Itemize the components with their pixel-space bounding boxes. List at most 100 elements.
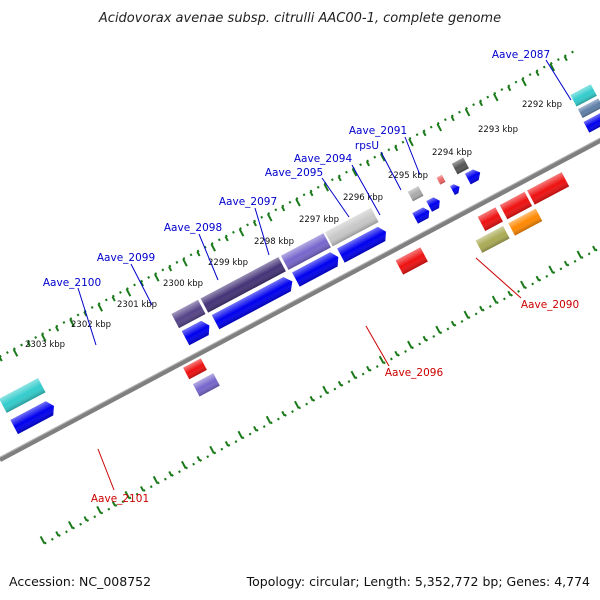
scale-tick [407, 340, 413, 349]
scale-tick [563, 55, 568, 62]
gene-labels: Aave_2087 Aave_2091 rpsU Aave_2094 Aave_… [43, 49, 579, 505]
scale-tick [309, 191, 314, 197]
scale-tick [408, 138, 414, 147]
gene-sheen [10, 401, 54, 435]
scale-tick [322, 385, 328, 394]
leader-rpsu [380, 151, 402, 191]
gene-sheen [527, 172, 570, 205]
scale-tick [478, 100, 484, 107]
scale-tick [125, 288, 132, 297]
scale-ticks-upper [0, 55, 568, 362]
scale-tick [111, 296, 116, 302]
scale-ticks-lower [39, 245, 597, 544]
scale-tick [394, 350, 399, 357]
kbp-label: 2294 kbp [432, 148, 472, 158]
gene-sheen [451, 157, 469, 175]
scale-tick [181, 460, 187, 469]
scale-tick [40, 333, 47, 342]
gene-sheen [171, 299, 206, 329]
gene-sheen [465, 169, 481, 185]
scale-tick [140, 486, 145, 492]
label-aave-2097[interactable]: Aave_2097 [219, 196, 277, 208]
scale-tick [12, 348, 19, 357]
kbp-label: 2295 kbp [388, 171, 428, 181]
scale-tick [209, 445, 215, 454]
gene-sheen [280, 233, 331, 270]
scale-tick [68, 520, 74, 529]
scale-tick [237, 430, 244, 439]
label-aave-2090[interactable]: Aave_2090 [521, 299, 579, 311]
label-rpsu[interactable]: rpsU [355, 140, 379, 152]
gene-sheen [412, 207, 430, 224]
genome-backbone-highlight [0, 128, 600, 459]
gene-sheen [181, 320, 210, 346]
scale-tick [111, 501, 116, 507]
leader-aave-2100 [77, 287, 97, 346]
label-aave-2099[interactable]: Aave_2099 [97, 252, 155, 264]
kbp-label: 2300 kbp [163, 279, 203, 289]
callout-lines [77, 59, 572, 491]
accession-text: Accession: NC_008752 [9, 574, 151, 589]
scale-tick [563, 260, 568, 267]
scale-tick [168, 471, 173, 477]
scale-tick [378, 355, 385, 364]
scale-tick [436, 123, 443, 132]
scale-tick [464, 108, 471, 117]
gene-sheen [407, 186, 424, 202]
scale-tick [238, 228, 245, 237]
label-aave-2095[interactable]: Aave_2095 [265, 167, 323, 179]
label-aave-2096[interactable]: Aave_2096 [385, 367, 444, 379]
scale-tick [422, 130, 427, 137]
scale-tick [548, 265, 554, 274]
scale-tick [520, 280, 526, 289]
scale-tick [535, 275, 540, 282]
gene-sheen [450, 184, 460, 196]
scale-tick [491, 295, 498, 304]
scale-tick [265, 415, 272, 424]
leader-aave-2098 [198, 233, 219, 281]
kbp-label: 2297 kbp [299, 215, 339, 225]
label-aave-2087[interactable]: Aave_2087 [492, 49, 550, 61]
scale-tick [224, 236, 229, 242]
scale-tick [97, 303, 103, 312]
gene-sheen [325, 207, 379, 247]
label-aave-2101[interactable]: Aave_2101 [91, 493, 149, 505]
leader-aave-2095 [321, 177, 350, 218]
kbp-label: 2303 kbp [25, 340, 65, 350]
scale-tick [592, 245, 597, 252]
label-aave-2091[interactable]: Aave_2091 [349, 125, 407, 137]
scale-tick [479, 305, 484, 312]
gene-sheen [577, 98, 600, 119]
scale-tick [196, 455, 201, 462]
kbp-label: 2296 kbp [343, 193, 383, 203]
scale-tick [350, 370, 357, 379]
label-aave-2100[interactable]: Aave_2100 [43, 277, 101, 289]
gene-sheen [0, 378, 46, 413]
scale-tick [266, 213, 273, 222]
kbp-labels: 2292 kbp 2293 kbp 2294 kbp 2295 kbp 2296… [25, 100, 562, 350]
scale-tick [394, 145, 399, 152]
scale-tick [450, 115, 455, 122]
scale-tick [365, 160, 370, 167]
scale-tick [435, 325, 441, 334]
gene-sheen [436, 174, 446, 185]
label-aave-2094[interactable]: Aave_2094 [294, 153, 353, 165]
scale-tick [351, 168, 358, 177]
scale-tick [124, 490, 131, 499]
scale-tick [153, 273, 160, 282]
gene-shading [0, 84, 600, 435]
scale-tick [493, 93, 499, 102]
scale-tick [253, 425, 258, 432]
map-title: Acidovorax avenae subsp. citrulli AAC00-… [98, 11, 501, 26]
label-aave-2098[interactable]: Aave_2098 [164, 222, 222, 234]
scale-tick [294, 400, 300, 409]
gene-sheen [183, 358, 207, 380]
gene-sheen [475, 226, 510, 253]
scale-tick [281, 206, 286, 212]
genome-track [0, 49, 600, 545]
leader-aave-2101 [97, 448, 115, 491]
gene-sheen [426, 197, 440, 212]
scale-tick [337, 380, 342, 387]
kbp-label: 2299 kbp [208, 258, 248, 268]
